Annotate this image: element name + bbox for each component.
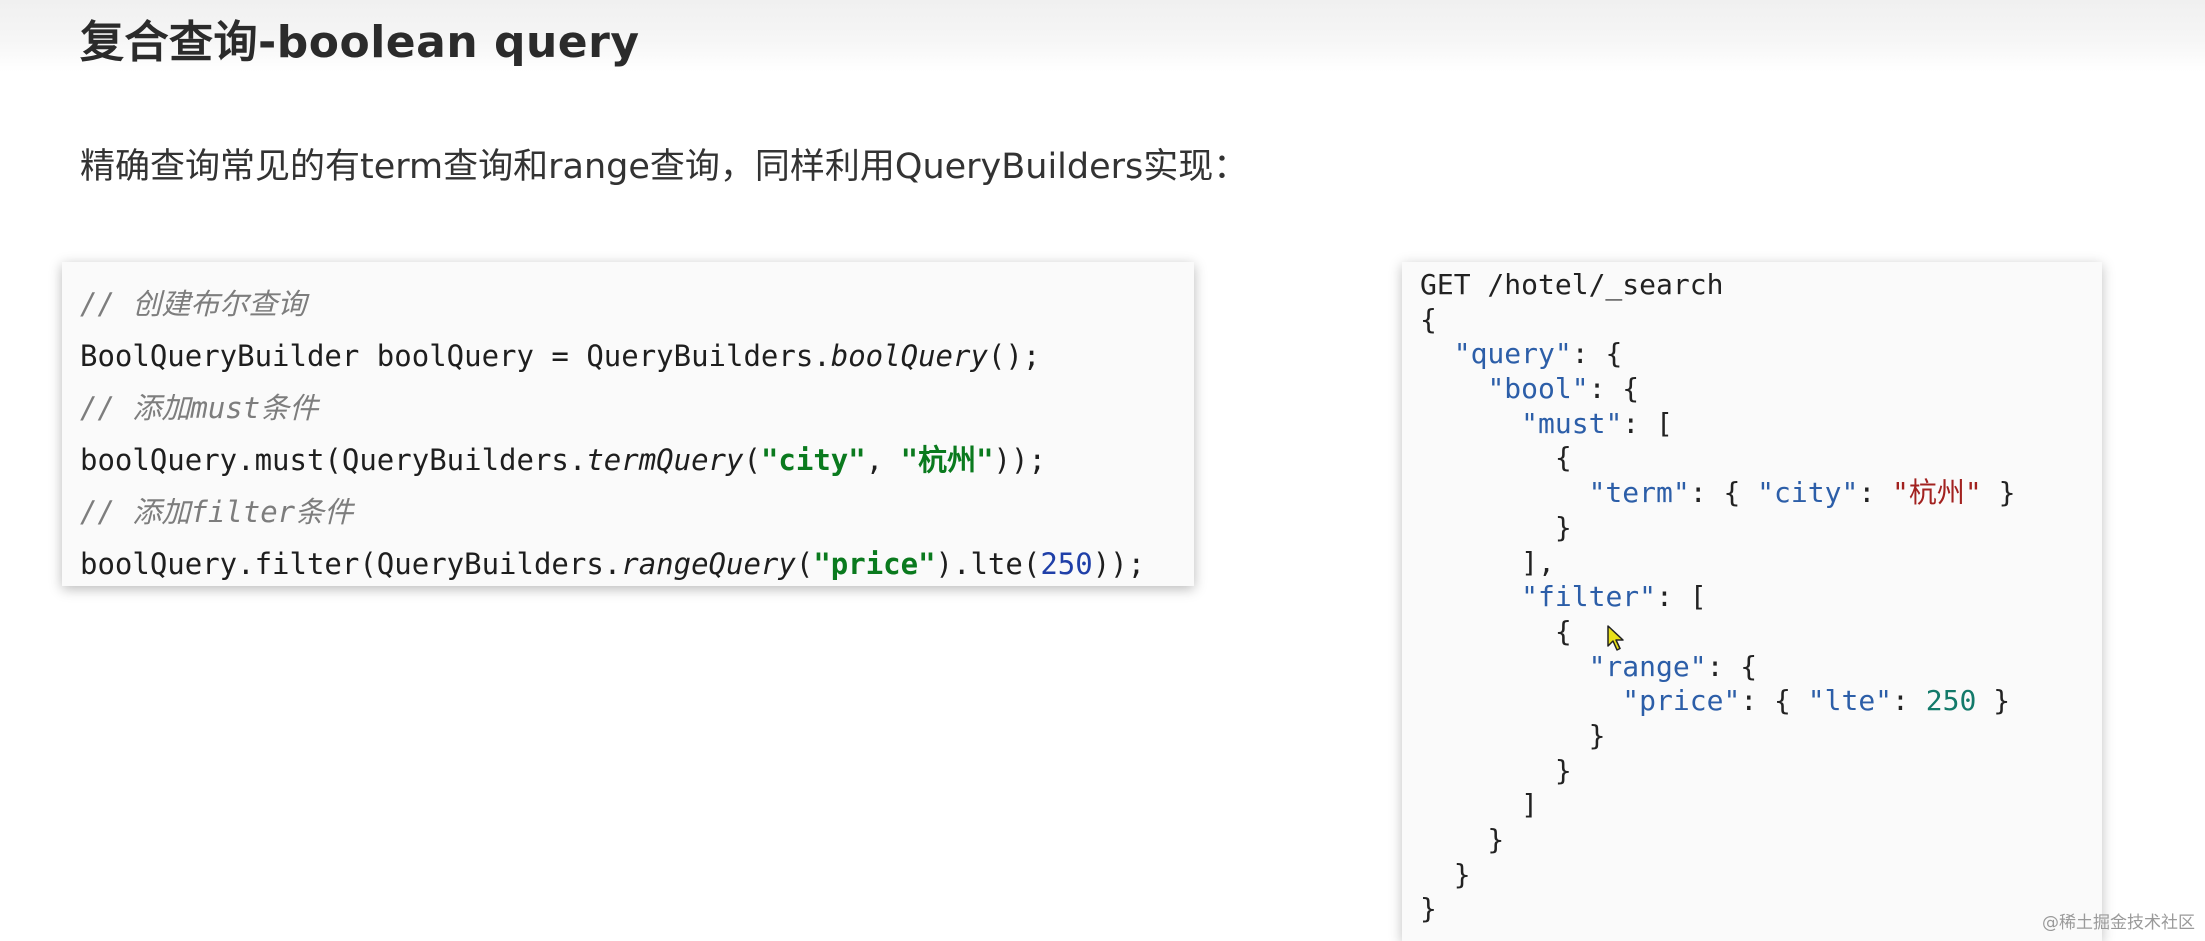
code-token: (	[743, 443, 761, 477]
code-line: boolQuery.filter(QueryBuilders.rangeQuer…	[80, 538, 1194, 590]
dsl-value: "杭州"	[1892, 476, 1982, 510]
code-line: // 添加must条件	[80, 382, 1194, 434]
dsl-key: "bool"	[1487, 372, 1589, 406]
code-comment: // 添加must条件	[80, 391, 319, 425]
dsl-line: {	[1420, 441, 1572, 475]
code-token: boolQuery.filter(QueryBuilders.	[80, 547, 622, 581]
code-string: "price"	[813, 547, 936, 581]
dsl-line: "must": [	[1521, 406, 1673, 440]
dsl-key: "query"	[1453, 337, 1572, 371]
code-token: (	[795, 547, 814, 581]
code-token: boolQuery.must(QueryBuilders.	[80, 443, 587, 477]
dsl-key: "must"	[1521, 406, 1623, 440]
code-line: boolQuery.must(QueryBuilders.termQuery("…	[80, 434, 1194, 486]
dsl-line: {	[1420, 303, 2102, 338]
code-token: BoolQueryBuilder boolQuery = QueryBuilde…	[80, 339, 831, 373]
code-number: 250	[1040, 547, 1093, 581]
code-comment: // 添加filter条件	[80, 495, 354, 529]
dsl-punct: {	[1420, 302, 1437, 336]
slide-subtitle: 精确查询常见的有term查询和range查询，同样利用QueryBuilders…	[80, 147, 1249, 187]
dsl-key: "range"	[1588, 649, 1707, 683]
dsl-line: ],	[1420, 545, 1555, 579]
java-code-block: // 创建布尔查询 BoolQueryBuilder boolQuery = Q…	[62, 262, 1194, 586]
dsl-line: "bool": {	[1487, 372, 1640, 406]
dsl-line: "term": { "city": "杭州" }	[1588, 476, 2016, 510]
code-token: ));	[993, 443, 1046, 477]
code-string: "杭州"	[900, 443, 994, 477]
code-method: rangeQuery	[621, 547, 796, 581]
dsl-request: GET /hotel/_search	[1420, 268, 1724, 301]
code-token: ).lte(	[935, 547, 1041, 581]
dsl-key: "price"	[1622, 684, 1741, 718]
dsl-key: "filter"	[1521, 580, 1657, 614]
code-token: ();	[987, 339, 1041, 373]
slide-title: 复合查询-boolean query	[80, 17, 640, 68]
code-line: // 创建布尔查询	[80, 278, 1194, 330]
dsl-punct: }	[1420, 892, 1437, 926]
dsl-line: }	[1420, 892, 2102, 927]
dsl-key: "term"	[1588, 476, 1690, 510]
dsl-line: ]	[1420, 788, 1539, 822]
dsl-line: }	[1420, 753, 1572, 787]
dsl-line: GET /hotel/_search	[1420, 268, 2102, 303]
dsl-key: "lte"	[1807, 684, 1893, 718]
dsl-line: "range": {	[1588, 649, 1758, 683]
dsl-line: {	[1420, 614, 1572, 648]
code-token: ,	[865, 443, 901, 477]
mouse-cursor-icon	[1607, 625, 1624, 651]
dsl-line: }	[1420, 857, 1471, 891]
code-method: boolQuery	[830, 339, 988, 373]
code-line: BoolQueryBuilder boolQuery = QueryBuilde…	[80, 330, 1194, 382]
watermark: @稀土掘金技术社区	[2042, 913, 2195, 933]
code-string: "city"	[760, 443, 866, 477]
code-method: termQuery	[586, 443, 744, 477]
dsl-number: 250	[1925, 684, 1977, 718]
code-token: ));	[1092, 547, 1146, 581]
code-line: // 添加filter条件	[80, 486, 1194, 538]
dsl-line: "price": { "lte": 250 }	[1622, 684, 2011, 718]
dsl-line: "query": {	[1453, 337, 1623, 371]
dsl-line: }	[1420, 718, 1606, 752]
code-comment: // 创建布尔查询	[80, 287, 307, 321]
dsl-line: }	[1420, 823, 1505, 856]
dsl-line: }	[1420, 510, 1572, 544]
dsl-key: "city"	[1757, 476, 1859, 510]
dsl-line: "filter": [	[1521, 580, 1707, 614]
dsl-code-block: GET /hotel/_search { "query": { "bool": …	[1402, 262, 2102, 941]
